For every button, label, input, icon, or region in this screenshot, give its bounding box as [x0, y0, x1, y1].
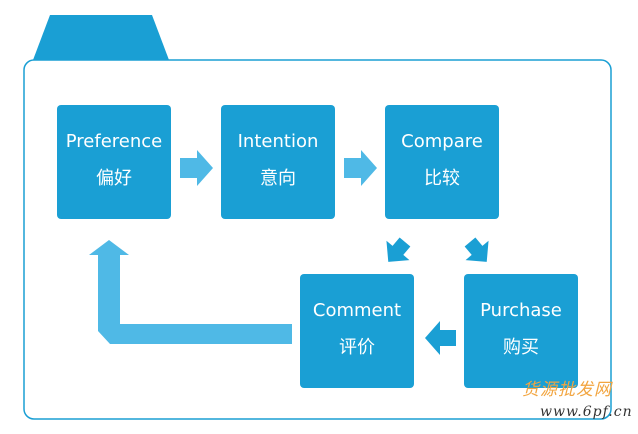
watermark-url: www.6pf.cn	[540, 404, 633, 420]
arrow-compare-to-purchase	[464, 237, 489, 262]
arrow-comment-to-preference	[89, 240, 292, 344]
arrow-intention-to-compare	[344, 150, 377, 186]
step-comment-label-en: Comment	[312, 300, 402, 321]
arrow-compare-to-comment	[386, 237, 411, 262]
step-compare: Compare 比较	[385, 105, 499, 219]
step-intention-label-zh: 意向	[260, 168, 296, 189]
step-preference: Preference 偏好	[57, 105, 171, 219]
step-preference-label-en: Preference	[65, 131, 163, 152]
step-compare-label-zh: 比较	[424, 168, 460, 189]
step-purchase: Purchase 购买	[464, 274, 578, 388]
step-purchase-label-zh: 购买	[503, 337, 539, 358]
step-intention: Intention 意向	[221, 105, 335, 219]
step-intention-label-en: Intention	[237, 131, 319, 152]
arrow-preference-to-intention	[180, 150, 213, 186]
step-preference-label-zh: 偏好	[96, 168, 132, 189]
arrow-purchase-to-comment	[425, 321, 456, 355]
step-compare-label-en: Compare	[401, 131, 483, 152]
step-comment: Comment 评价	[300, 274, 414, 388]
folder-tab	[33, 15, 169, 60]
watermark-site-name: 货源批发网	[522, 380, 612, 400]
step-purchase-label-en: Purchase	[480, 300, 562, 321]
step-comment-label-zh: 评价	[339, 337, 375, 358]
